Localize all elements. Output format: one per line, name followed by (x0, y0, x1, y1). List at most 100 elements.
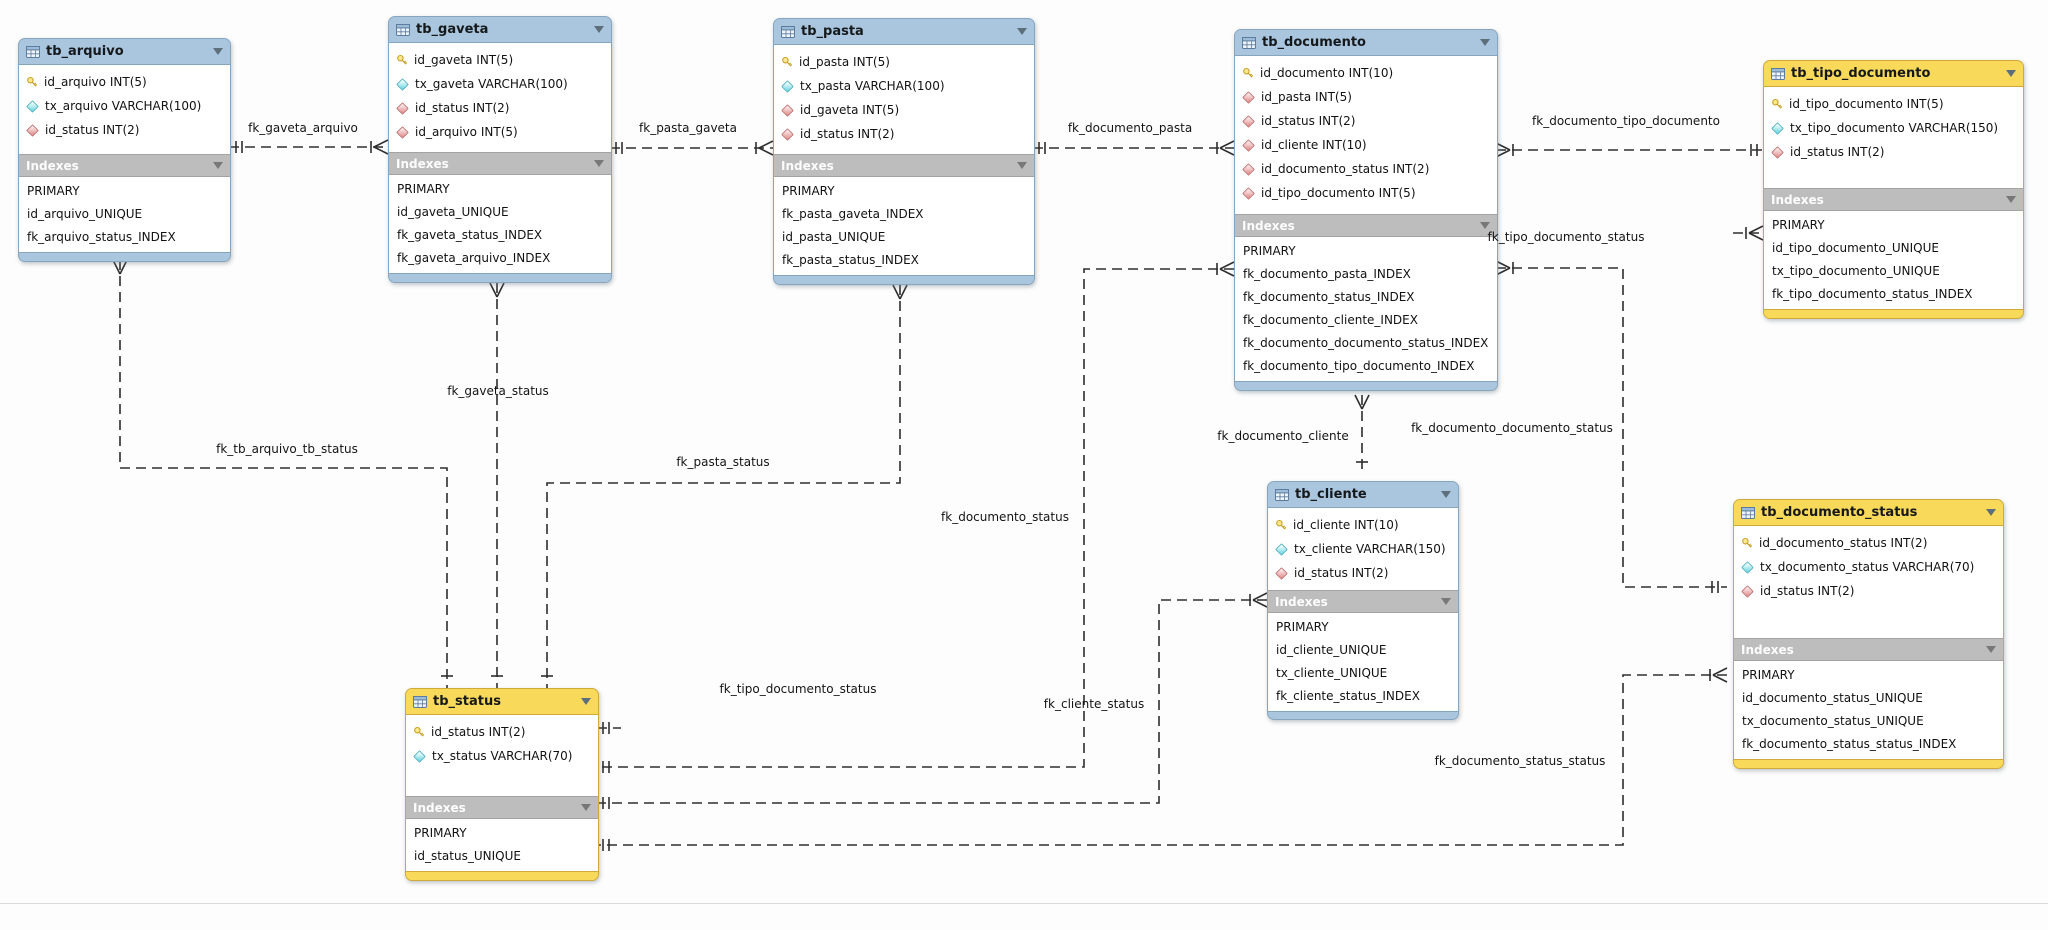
relationship-label[interactable]: fk_gaveta_status (447, 384, 549, 398)
column-row[interactable]: id_arquivo INT(5) (19, 70, 230, 94)
indexes-bar[interactable]: Indexes (19, 154, 230, 177)
index-row[interactable]: id_cliente_UNIQUE (1276, 643, 1387, 657)
index-row[interactable]: fk_gaveta_status_INDEX (397, 228, 543, 242)
table-header[interactable]: tb_status (406, 689, 598, 715)
relationship-fk_gaveta_arquivo[interactable] (229, 139, 389, 155)
collapse-triangle-icon[interactable] (1986, 646, 1996, 653)
index-row[interactable]: fk_documento_tipo_documento_INDEX (1243, 359, 1475, 373)
index-row[interactable]: fk_documento_documento_status_INDEX (1243, 336, 1489, 350)
column-row[interactable]: tx_documento_status VARCHAR(70) (1734, 555, 2003, 579)
column-row[interactable]: id_status INT(2) (1734, 579, 2003, 603)
table-tb_documento_status[interactable]: tb_documento_status id_documento_status … (1733, 499, 2004, 769)
index-row[interactable]: PRIMARY (1243, 244, 1296, 258)
index-row[interactable]: id_pasta_UNIQUE (782, 230, 886, 244)
collapse-triangle-icon[interactable] (1017, 162, 1027, 169)
column-row[interactable]: tx_tipo_documento VARCHAR(150) (1764, 116, 2023, 140)
index-row[interactable]: PRIMARY (1276, 620, 1329, 634)
column-row[interactable]: id_status INT(2) (19, 118, 230, 142)
column-row[interactable]: id_status INT(2) (1764, 140, 2023, 164)
relationship-label[interactable]: fk_pasta_gaveta (639, 121, 737, 135)
indexes-bar[interactable]: Indexes (406, 796, 598, 819)
table-header[interactable]: tb_documento (1235, 30, 1497, 56)
index-row[interactable]: PRIMARY (397, 182, 450, 196)
relationship-fk_documento_documento_status[interactable] (1495, 260, 1727, 593)
collapse-triangle-icon[interactable] (2006, 70, 2016, 77)
relationship-fk_documento_status_status[interactable] (597, 667, 1728, 851)
relationship-label[interactable]: fk_documento_cliente (1217, 429, 1349, 443)
collapse-triangle-icon[interactable] (594, 160, 604, 167)
column-row[interactable]: id_status INT(2) (406, 720, 598, 744)
relationship-label[interactable]: fk_documento_status_status (1434, 754, 1606, 768)
index-row[interactable]: tx_cliente_UNIQUE (1276, 666, 1388, 680)
index-row[interactable]: id_status_UNIQUE (414, 849, 521, 863)
table-tb_arquivo[interactable]: tb_arquivo id_arquivo INT(5) tx_arquivo … (18, 38, 231, 262)
collapse-triangle-icon[interactable] (1986, 509, 1996, 516)
table-tb_cliente[interactable]: tb_cliente id_cliente INT(10) tx_cliente… (1267, 481, 1459, 720)
index-row[interactable]: fk_pasta_gaveta_INDEX (782, 207, 924, 221)
column-row[interactable]: id_cliente INT(10) (1235, 133, 1497, 157)
index-row[interactable]: fk_pasta_status_INDEX (782, 253, 919, 267)
collapse-triangle-icon[interactable] (581, 804, 591, 811)
index-row[interactable]: fk_documento_status_INDEX (1243, 290, 1415, 304)
table-tb_status[interactable]: tb_status id_status INT(2) tx_status VAR… (405, 688, 599, 881)
collapse-triangle-icon[interactable] (1441, 598, 1451, 605)
index-row[interactable]: PRIMARY (1742, 668, 1795, 682)
column-row[interactable]: id_status INT(2) (1268, 561, 1458, 585)
collapse-triangle-icon[interactable] (1480, 222, 1490, 229)
index-row[interactable]: fk_documento_status_status_INDEX (1742, 737, 1957, 751)
index-row[interactable]: id_documento_status_UNIQUE (1742, 691, 1923, 705)
collapse-triangle-icon[interactable] (594, 26, 604, 33)
relationship-fk_tb_arquivo_tb_status[interactable] (112, 259, 453, 688)
column-row[interactable]: id_gaveta INT(5) (774, 98, 1034, 122)
relationship-label[interactable]: fk_pasta_status (676, 455, 770, 469)
column-row[interactable]: id_tipo_documento INT(5) (1235, 181, 1497, 205)
indexes-bar[interactable]: Indexes (1734, 638, 2003, 661)
relationship-label[interactable]: fk_tipo_documento_status (719, 682, 877, 696)
index-row[interactable]: fk_arquivo_status_INDEX (27, 230, 176, 244)
column-row[interactable]: tx_status VARCHAR(70) (406, 744, 598, 768)
collapse-triangle-icon[interactable] (1441, 491, 1451, 498)
relationship-label[interactable]: fk_tipo_documento_status (1487, 230, 1645, 244)
collapse-triangle-icon[interactable] (213, 162, 223, 169)
indexes-bar[interactable]: Indexes (1235, 214, 1497, 237)
relationship-fk_documento_pasta[interactable] (1033, 140, 1235, 156)
index-row[interactable]: id_tipo_documento_UNIQUE (1772, 241, 1939, 255)
indexes-bar[interactable]: Indexes (1268, 590, 1458, 613)
column-row[interactable]: id_documento_status INT(2) (1235, 157, 1497, 181)
index-row[interactable]: tx_tipo_documento_UNIQUE (1772, 264, 1940, 278)
index-row[interactable]: id_arquivo_UNIQUE (27, 207, 143, 221)
relationship-fk_documento_tipo_documento[interactable] (1495, 142, 1763, 158)
index-row[interactable]: fk_tipo_documento_status_INDEX (1772, 287, 1973, 301)
relationship-label[interactable]: fk_tb_arquivo_tb_status (216, 442, 358, 456)
table-tb_documento[interactable]: tb_documento id_documento INT(10) id_pas… (1234, 29, 1498, 391)
table-tb_tipo_documento[interactable]: tb_tipo_documento id_tipo_documento INT(… (1763, 60, 2024, 319)
table-header[interactable]: tb_cliente (1268, 482, 1458, 508)
column-row[interactable]: id_pasta INT(5) (774, 50, 1034, 74)
relationship-fk_tipo_documento_status[interactable] (1733, 225, 1764, 241)
column-row[interactable]: id_status INT(2) (1235, 109, 1497, 133)
index-row[interactable]: PRIMARY (414, 826, 467, 840)
relationship-fk_pasta_status[interactable] (541, 284, 908, 688)
index-row[interactable]: id_gaveta_UNIQUE (397, 205, 509, 219)
indexes-bar[interactable]: Indexes (774, 154, 1034, 177)
column-row[interactable]: id_documento INT(10) (1235, 61, 1497, 85)
column-row[interactable]: id_gaveta INT(5) (389, 48, 611, 72)
column-row[interactable]: tx_arquivo VARCHAR(100) (19, 94, 230, 118)
table-header[interactable]: tb_pasta (774, 19, 1034, 45)
indexes-bar[interactable]: Indexes (389, 152, 611, 175)
relationship-fk_documento_status[interactable] (597, 261, 1235, 773)
relationship-fk_tipo_documento_status[interactable] (597, 722, 621, 734)
relationship-label[interactable]: fk_documento_tipo_documento (1532, 114, 1720, 128)
relationship-fk_pasta_gaveta[interactable] (610, 140, 774, 156)
column-row[interactable]: id_documento_status INT(2) (1734, 531, 2003, 555)
column-row[interactable]: tx_cliente VARCHAR(150) (1268, 537, 1458, 561)
relationship-fk_gaveta_status[interactable] (489, 282, 505, 688)
column-row[interactable]: id_tipo_documento INT(5) (1764, 92, 2023, 116)
collapse-triangle-icon[interactable] (213, 48, 223, 55)
index-row[interactable]: tx_documento_status_UNIQUE (1742, 714, 1924, 728)
table-header[interactable]: tb_gaveta (389, 17, 611, 43)
index-row[interactable]: PRIMARY (1772, 218, 1825, 232)
relationship-label[interactable]: fk_cliente_status (1043, 697, 1145, 711)
table-header[interactable]: tb_documento_status (1734, 500, 2003, 526)
